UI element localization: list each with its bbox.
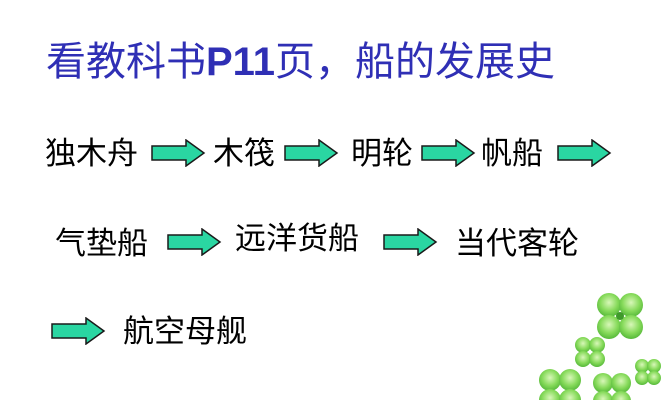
right-arrow-icon — [284, 139, 339, 167]
clover-icon — [597, 293, 643, 339]
right-arrow-icon — [151, 139, 206, 167]
boat-aircraft-carrier: 航空母舰 — [123, 314, 247, 350]
boat-ocean-freighter: 远洋货船 — [235, 221, 359, 257]
boat-raft: 木筏 — [213, 136, 275, 172]
title-prefix: 看教科书 — [46, 39, 206, 85]
clover-icon — [635, 359, 661, 385]
boat-sailboat: 帆船 — [481, 136, 543, 172]
clover-icon — [539, 369, 581, 400]
title-suffix: 页，船的发展史 — [274, 39, 555, 85]
right-arrow-icon — [421, 139, 476, 167]
title-page-number: P11 — [206, 40, 275, 84]
boat-paddle-steamer: 明轮 — [351, 136, 413, 172]
right-arrow-icon — [167, 228, 222, 256]
clover-icon — [593, 373, 631, 400]
right-arrow-icon — [383, 228, 438, 256]
boat-dugout-canoe: 独木舟 — [45, 136, 138, 172]
page-title: 看教科书P11页，船的发展史 — [46, 34, 555, 90]
right-arrow-icon — [51, 317, 106, 345]
boat-modern-passenger-ship: 当代客轮 — [455, 226, 579, 262]
boat-hovercraft: 气垫船 — [55, 226, 148, 262]
clover-icon — [575, 337, 605, 367]
right-arrow-icon — [557, 139, 612, 167]
